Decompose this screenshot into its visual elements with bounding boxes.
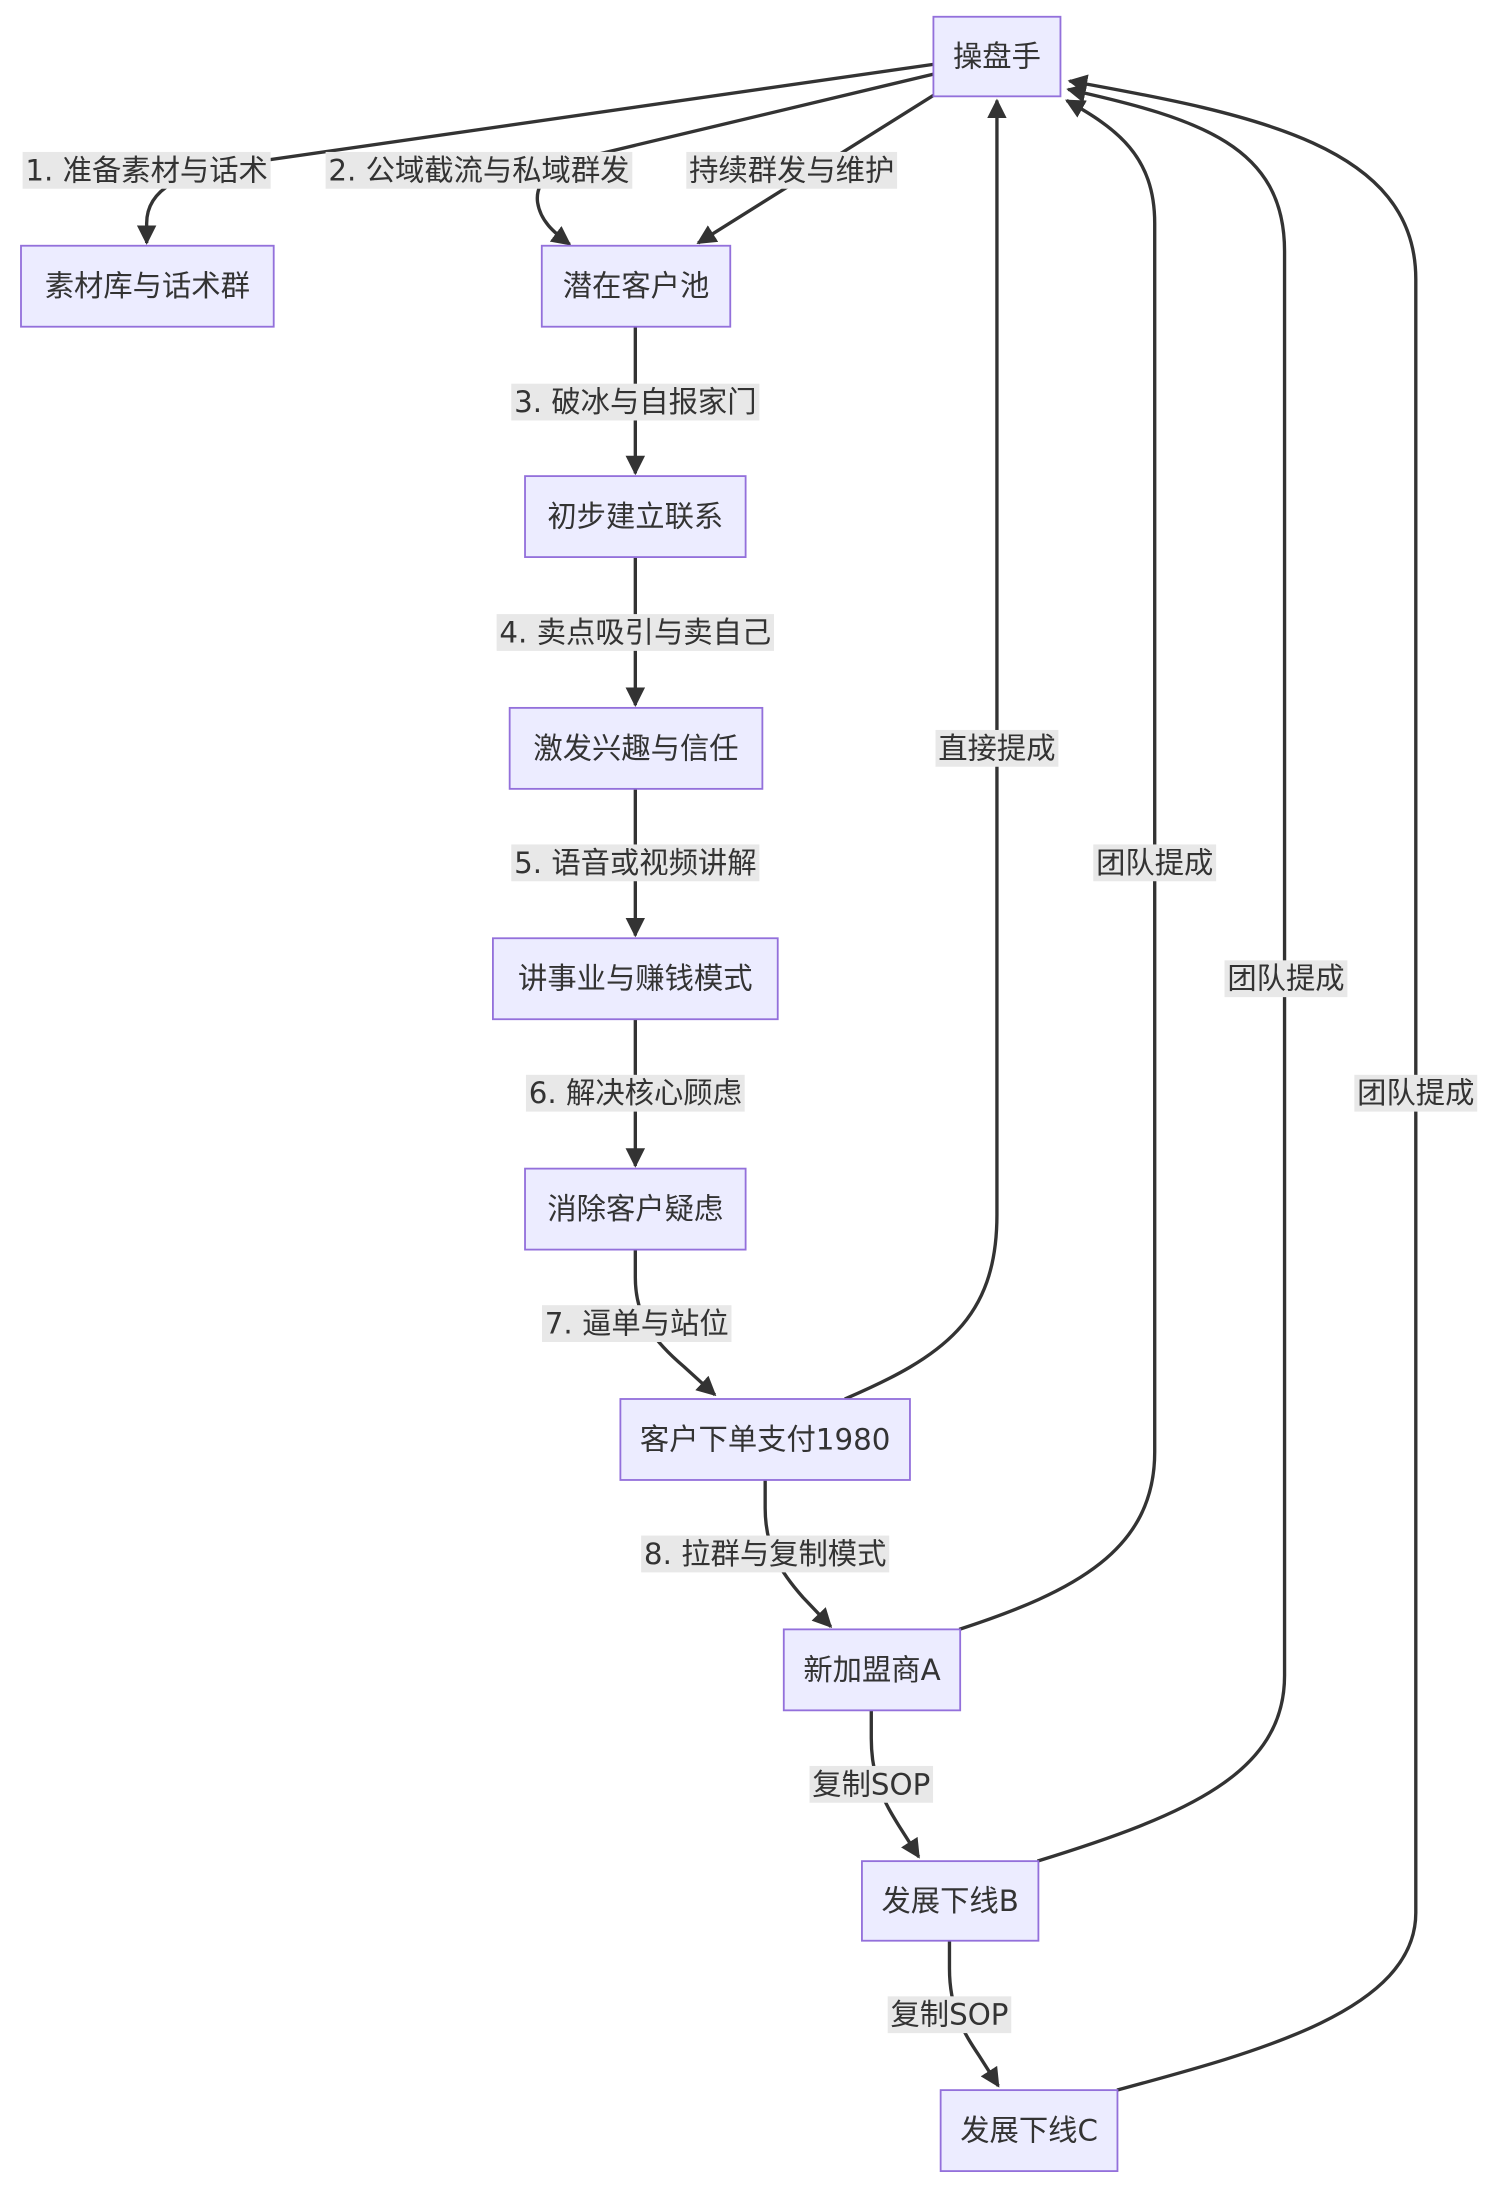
edges: [136, 62, 1418, 2092]
edge-label-background: [325, 151, 633, 189]
node-downline-b: 发展下线B: [861, 1860, 1040, 1942]
edge-label-background: [541, 1305, 732, 1342]
edge-label-close-deal: 7. 逼单与站位: [541, 1305, 732, 1342]
node-box: [492, 937, 779, 1021]
edge-customer-order-to-operator: [844, 98, 1007, 1401]
nodes: 操盘手 素材库与话术群 潜在客户池 初步建立联系 激发兴趣与信任 讲事业与赚钱模…: [20, 15, 1119, 2173]
node-material-library: 素材库与话术群: [20, 244, 275, 328]
edge-labels: 1. 准备素材与话术 2. 公域截流与私域群发 持续群发与维护 3. 破冰与自报…: [22, 151, 1478, 2034]
edge-label-text: 团队提成: [1096, 846, 1213, 880]
edge-franchisee-a-to-operator: [958, 99, 1157, 1631]
edge-label-text: 团队提成: [1357, 1076, 1474, 1110]
edge-label-text: 7. 逼单与站位: [545, 1307, 729, 1341]
edge-label-background: [641, 1535, 890, 1573]
edge-label-text: 1. 准备素材与话术: [25, 153, 267, 187]
node-label: 讲事业与赚钱模式: [518, 962, 753, 996]
node-customer-order: 客户下单支付1980: [619, 1398, 911, 1481]
node-label: 发展下线C: [960, 2114, 1098, 2148]
edge-label-direct-commission: 直接提成: [935, 729, 1059, 767]
edge-label-traffic-broadcast: 2. 公域截流与私域群发: [325, 151, 633, 189]
edge-label-text: 4. 卖点吸引与卖自己: [499, 615, 771, 649]
edge-label-background: [22, 151, 271, 189]
node-box: [540, 244, 732, 328]
node-label: 潜在客户池: [563, 269, 710, 303]
edge-label-text: 复制SOP: [890, 1998, 1008, 2032]
node-label: 操盘手: [953, 40, 1041, 74]
edge-label-text: 直接提成: [938, 731, 1055, 765]
node-box: [524, 1167, 747, 1251]
edge-label-selling-points: 4. 卖点吸引与卖自己: [496, 614, 775, 651]
edge-label-background: [1093, 844, 1217, 882]
node-label: 初步建立联系: [547, 500, 723, 534]
edge-label-team-commission-b: 团队提成: [1224, 960, 1348, 998]
node-interest-trust: 激发兴趣与信任: [508, 706, 764, 790]
edge-label-prepare-materials: 1. 准备素材与话术: [22, 151, 271, 189]
edge-label-text: 2. 公域截流与私域群发: [328, 153, 629, 187]
node-box: [619, 1398, 911, 1481]
edge-label-text: 持续群发与维护: [689, 153, 894, 187]
edge-label-voice-video: 5. 语音或视频讲解: [511, 844, 760, 882]
edge-label-background: [887, 1996, 1012, 2034]
edge-label-background: [496, 614, 775, 651]
edge-label-team-commission-c: 团队提成: [1354, 1074, 1478, 1112]
node-downline-c: 发展下线C: [939, 2089, 1119, 2173]
edge-label-replicate-sop-c: 复制SOP: [887, 1996, 1012, 2034]
edge-label-background: [1354, 1074, 1478, 1112]
edge-label-text: 团队提成: [1227, 962, 1344, 996]
node-label: 客户下单支付1980: [640, 1422, 890, 1456]
edge-label-background: [935, 729, 1059, 767]
node-resolve-doubts: 消除客户疑虑: [524, 1167, 747, 1251]
edge-label-core-concerns: 6. 解决核心顾虑: [525, 1074, 745, 1112]
edge-label-ongoing-maintenance: 持续群发与维护: [686, 151, 898, 189]
node-label: 激发兴趣与信任: [533, 731, 738, 765]
node-box: [782, 1628, 962, 1712]
node-box: [932, 15, 1062, 98]
edge-label-background: [511, 383, 760, 421]
edge-label-background: [511, 844, 760, 882]
edge-label-background: [1224, 960, 1348, 998]
edge-label-background: [525, 1074, 745, 1112]
node-operator: 操盘手: [932, 15, 1062, 98]
node-prospect-pool: 潜在客户池: [540, 244, 732, 328]
node-box: [508, 706, 764, 790]
node-business-model: 讲事业与赚钱模式: [492, 937, 779, 1021]
node-franchisee-a: 新加盟商A: [782, 1628, 962, 1712]
edge-downline-c-to-operator: [1067, 74, 1418, 2092]
edge-label-text: 复制SOP: [812, 1767, 930, 1801]
node-label: 发展下线B: [881, 1884, 1018, 1918]
edge-label-text: 8. 拉群与复制模式: [644, 1537, 886, 1571]
node-label: 素材库与话术群: [45, 269, 250, 303]
edge-label-team-commission-a: 团队提成: [1093, 844, 1217, 882]
edge-label-icebreak: 3. 破冰与自报家门: [511, 383, 760, 421]
edge-label-text: 5. 语音或视频讲解: [514, 846, 756, 880]
node-box: [861, 1860, 1040, 1942]
node-label: 新加盟商A: [803, 1653, 940, 1687]
edge-label-text: 3. 破冰与自报家门: [514, 385, 756, 419]
edge-label-background: [686, 151, 898, 189]
edge-label-background: [809, 1765, 934, 1803]
node-label: 消除客户疑虑: [547, 1192, 723, 1226]
node-box: [939, 2089, 1119, 2173]
node-box: [524, 475, 747, 558]
edge-label-group-replicate: 8. 拉群与复制模式: [641, 1535, 890, 1573]
edge-label-text: 6. 解决核心顾虑: [529, 1076, 742, 1110]
node-box: [20, 244, 275, 328]
node-initial-contact: 初步建立联系: [524, 475, 747, 558]
edge-label-replicate-sop-b: 复制SOP: [809, 1765, 934, 1803]
